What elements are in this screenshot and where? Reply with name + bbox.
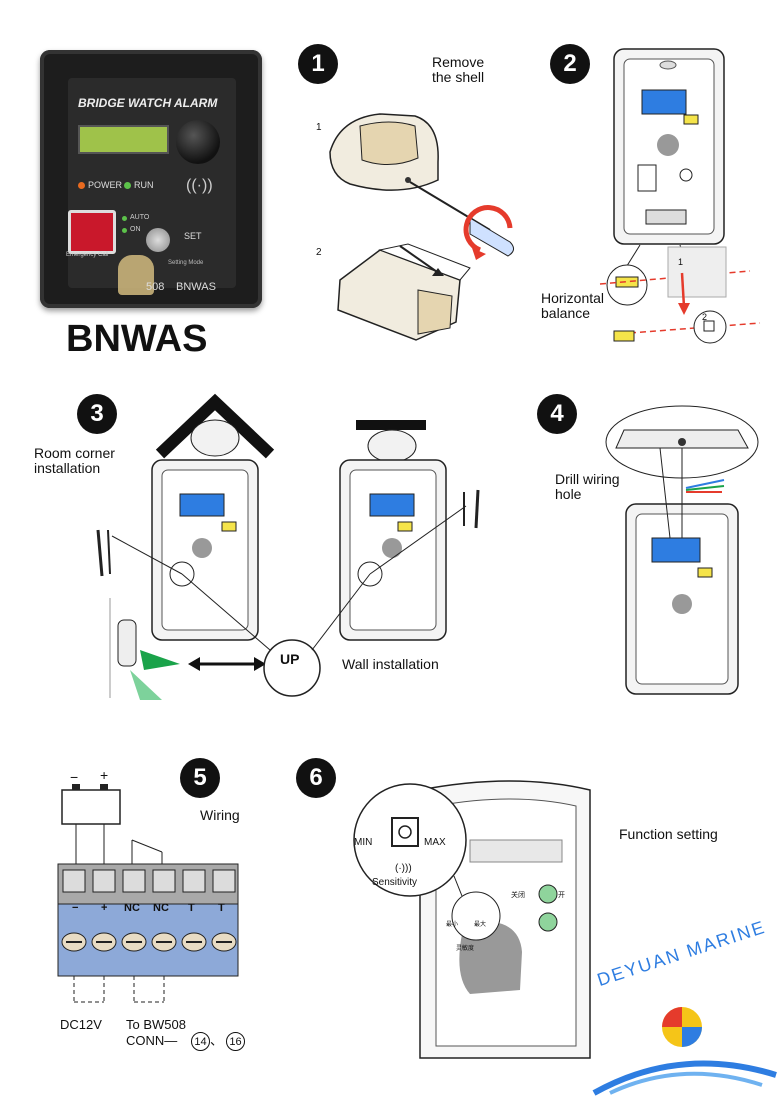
up-label: UP	[280, 651, 300, 667]
key	[118, 255, 154, 295]
terminal-label: T	[188, 902, 195, 914]
model-name: BNWAS	[176, 281, 216, 293]
wall-installation-label: Wall installation	[342, 656, 439, 672]
terminal-label: +	[101, 902, 108, 914]
wireless-icon: ((·))	[186, 177, 213, 194]
step-4-illustration	[605, 405, 759, 695]
step-3-illustration	[96, 393, 480, 700]
step-5-badge: 5	[180, 758, 220, 798]
lcd-screen	[78, 125, 169, 154]
sensitivity-icon: (·)))	[395, 863, 412, 874]
emergency-label: Emergency Call	[66, 252, 109, 258]
step-2-badge: 2	[550, 44, 590, 84]
battery-plus: +	[100, 767, 109, 783]
emergency-call-button[interactable]	[68, 210, 116, 254]
brand-logo	[592, 1007, 777, 1096]
terminal-label: −	[72, 902, 79, 914]
power-label: POWER	[88, 180, 123, 190]
product-caption: BNWAS	[66, 318, 208, 360]
terminal-label: NC	[153, 902, 169, 914]
cn-off-label: 关闭	[511, 892, 525, 899]
step-1-badge: 1	[298, 44, 338, 84]
wiring-diagram	[57, 784, 239, 1003]
on-led	[122, 228, 127, 233]
step-1-title: Remove the shell	[432, 54, 485, 85]
battery-minus: −	[70, 769, 79, 785]
step-1-sub-1: 1	[316, 122, 322, 133]
terminal-slot	[182, 869, 206, 893]
step-4-title: Drill wiring hole	[555, 471, 620, 502]
step-2-sub-2: 2	[702, 312, 708, 322]
terminal-slot	[122, 869, 146, 893]
run-led	[124, 182, 131, 189]
dimmer-knob[interactable]	[176, 120, 220, 164]
cn-sensitivity-label: 灵敏度	[456, 946, 475, 952]
step-1-illustration	[329, 113, 514, 341]
step-1-sub-2: 2	[316, 247, 322, 258]
run-label: RUN	[134, 180, 154, 190]
auto-label: AUTO	[130, 214, 150, 221]
power-led	[78, 182, 85, 189]
dc12v-label: DC12V	[60, 1017, 102, 1032]
key-switch[interactable]	[146, 228, 170, 252]
auto-led	[122, 216, 127, 221]
model-partial: 508	[146, 281, 165, 293]
cn-min-label: 最小	[446, 922, 459, 928]
on-label: ON	[130, 226, 141, 233]
conn-label: CONN—	[126, 1033, 178, 1048]
step-5-title: Wiring	[200, 807, 240, 823]
panel-title: BRIDGE WATCH ALARM	[78, 96, 218, 110]
conn-14: 14	[191, 1032, 210, 1051]
cn-on-label: 开	[558, 892, 565, 899]
terminal-slot	[92, 869, 116, 893]
step-2-sub-1: 1	[678, 257, 684, 267]
step-6-badge: 6	[296, 758, 336, 798]
step-2-title: Horizontal balance	[541, 290, 605, 321]
bnwas-panel: BRIDGE WATCH ALARM POWER RUN ((·)) Emerg…	[40, 50, 262, 308]
set-label: SET	[184, 231, 202, 241]
step-2-illustration	[599, 48, 761, 344]
sensitivity-label: Sensitivity	[372, 877, 418, 888]
to-bw508-label: To BW508	[126, 1017, 186, 1032]
conn-sep: 、	[210, 1033, 224, 1048]
setting-mode-label: Setting Mode	[168, 260, 204, 266]
step-4-badge: 4	[537, 394, 577, 434]
terminal-label: NC	[124, 902, 140, 914]
terminal-slot	[152, 869, 176, 893]
step-6-illustration	[353, 780, 591, 1059]
step-3-title: Room corner installation	[34, 445, 115, 476]
conn-16: 16	[226, 1032, 245, 1051]
terminal-label: T	[218, 902, 225, 914]
step-6-title: Function setting	[619, 826, 718, 842]
cn-max-label: 最大	[474, 922, 487, 928]
terminal-slot	[62, 869, 86, 893]
terminal-slot	[212, 869, 236, 893]
max-label: MAX	[424, 837, 446, 848]
step-3-badge: 3	[77, 394, 117, 434]
min-label: MIN	[354, 837, 373, 848]
